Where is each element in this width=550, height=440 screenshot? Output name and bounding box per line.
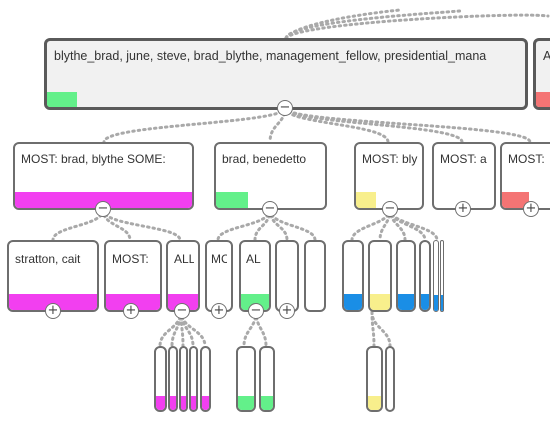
- collapse-toggle[interactable]: −: [95, 201, 111, 217]
- node-progress-bar: [216, 192, 248, 208]
- tree-node-l2[interactable]: AL: [239, 240, 271, 312]
- tree-node-l1[interactable]: brad, benedetto: [214, 142, 327, 210]
- node-label: MOST: a: [440, 152, 487, 166]
- tree-node-l3[interactable]: [259, 346, 275, 412]
- collapse-toggle[interactable]: −: [262, 201, 278, 217]
- node-label: MC: [211, 252, 227, 266]
- node-progress-bar: [106, 294, 160, 310]
- node-progress-bar: [9, 294, 97, 310]
- node-progress-bar: [261, 396, 273, 410]
- node-progress-bar: [421, 294, 429, 310]
- tree-node-l3[interactable]: [236, 346, 256, 412]
- tree-node-l3[interactable]: [154, 346, 167, 412]
- node-label: MOST: bly: [362, 152, 418, 166]
- collapse-toggle[interactable]: −: [382, 201, 398, 217]
- tree-node-l2[interactable]: [342, 240, 364, 312]
- tree-node-l1[interactable]: MOST:: [500, 142, 550, 210]
- tree-node-l2[interactable]: [304, 240, 326, 312]
- node-progress-bar: [15, 192, 192, 208]
- tree-node-l2[interactable]: [433, 240, 439, 312]
- node-progress-bar: [202, 396, 209, 410]
- node-progress-bar: [502, 192, 529, 208]
- tree-node-l2[interactable]: stratton, cait: [7, 240, 99, 312]
- node-progress-bar: [434, 295, 438, 311]
- expand-toggle[interactable]: +: [211, 303, 227, 319]
- node-label: AL: [543, 49, 550, 63]
- node-progress-bar: [368, 396, 381, 410]
- node-progress-bar: [370, 294, 390, 310]
- node-label: stratton, cait: [15, 252, 81, 266]
- tree-node-l2[interactable]: [440, 240, 444, 312]
- node-progress-bar: [238, 396, 254, 410]
- expand-toggle[interactable]: +: [523, 201, 539, 217]
- expand-toggle[interactable]: +: [279, 303, 295, 319]
- node-progress-bar: [344, 294, 362, 310]
- node-progress-bar: [536, 92, 550, 107]
- expand-toggle[interactable]: +: [455, 201, 471, 217]
- collapse-toggle[interactable]: −: [277, 100, 293, 116]
- tree-node-l3[interactable]: [189, 346, 198, 412]
- node-progress-bar: [156, 396, 165, 410]
- node-progress-bar: [170, 396, 176, 410]
- collapse-toggle[interactable]: −: [174, 303, 190, 319]
- node-label: ALL: [174, 252, 194, 266]
- expand-toggle[interactable]: +: [45, 303, 61, 319]
- node-progress-bar: [191, 396, 196, 410]
- tree-node-l2[interactable]: ALL: [166, 240, 200, 312]
- node-progress-bar: [181, 396, 186, 410]
- tree-node-l2[interactable]: [368, 240, 392, 312]
- tree-node-l2[interactable]: [419, 240, 431, 312]
- tree-node-l3[interactable]: [168, 346, 178, 412]
- node-progress-bar: [47, 92, 77, 107]
- tree-node-l3[interactable]: [385, 346, 395, 412]
- node-label: MOST: brad, blythe SOME:: [21, 152, 166, 166]
- node-progress-bar: [356, 192, 376, 208]
- node-label: MOST:: [112, 252, 149, 266]
- node-label: blythe_brad, june, steve, brad_blythe, m…: [54, 49, 487, 63]
- collapse-toggle[interactable]: −: [248, 303, 264, 319]
- tree-node-l2[interactable]: MOST:: [104, 240, 162, 312]
- tree-node-root-sibling[interactable]: AL: [533, 38, 550, 110]
- tree-node-l2[interactable]: MC: [205, 240, 233, 312]
- tree-node-l1[interactable]: MOST: brad, blythe SOME:: [13, 142, 194, 210]
- tree-node-l2[interactable]: [396, 240, 416, 312]
- node-progress-bar: [441, 295, 443, 311]
- tree-node-l3[interactable]: [179, 346, 188, 412]
- node-progress-bar: [398, 294, 414, 310]
- tree-node-l3[interactable]: [366, 346, 383, 412]
- expand-toggle[interactable]: +: [123, 303, 139, 319]
- tree-node-l1[interactable]: MOST: bly: [354, 142, 424, 210]
- tree-node-root[interactable]: blythe_brad, june, steve, brad_blythe, m…: [44, 38, 528, 110]
- tree-node-l2[interactable]: [275, 240, 299, 312]
- node-label: MOST:: [508, 152, 545, 166]
- tree-node-l3[interactable]: [200, 346, 211, 412]
- tree-node-l1[interactable]: MOST: a: [432, 142, 496, 210]
- node-label: AL: [246, 252, 261, 266]
- node-label: brad, benedetto: [222, 152, 307, 166]
